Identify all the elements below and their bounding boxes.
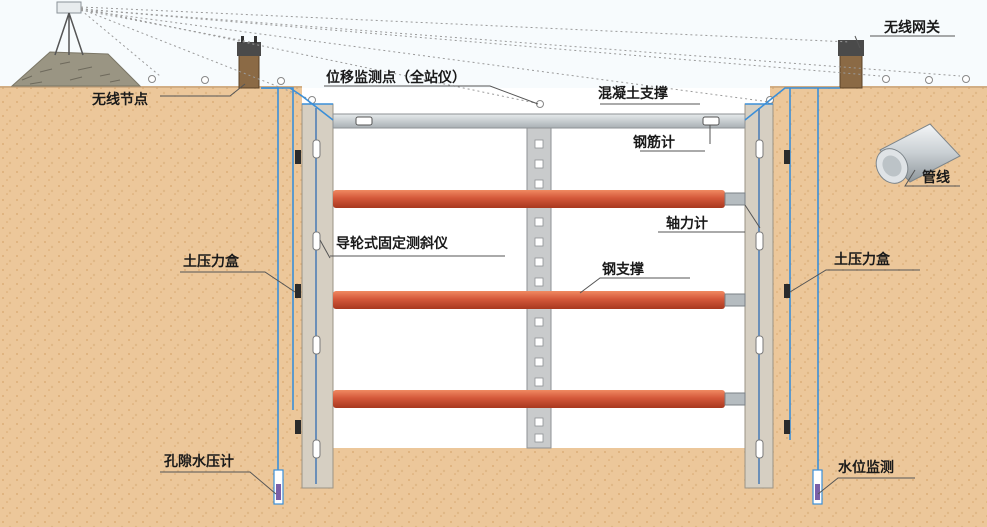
- steel-strut: [333, 190, 725, 208]
- steel-strut: [333, 291, 725, 309]
- wireless-gateway-device: [838, 40, 864, 89]
- earth-pressure-cells: [295, 150, 790, 434]
- soil-bottom: [302, 448, 770, 527]
- label-earth-pressure-right: 土压力盒: [834, 251, 891, 268]
- inclinometer-probes: [312, 139, 764, 459]
- rebar-meter-left: [355, 116, 373, 126]
- signal-lines: [80, 6, 961, 105]
- prism-marker: [148, 75, 156, 83]
- gravel-pile: [10, 51, 142, 87]
- water-level-sensor: [815, 484, 820, 500]
- prism-marker: [277, 77, 285, 85]
- axial-force-meter: [724, 192, 746, 206]
- rebar-meter-right: [702, 116, 720, 126]
- label-wireless-gateway: 无线网关: [883, 19, 940, 36]
- column-holes: [534, 139, 544, 443]
- sky: [0, 0, 987, 88]
- prism-marker: [962, 75, 970, 83]
- prism-marker: [536, 100, 544, 108]
- gravel-texture: [21, 61, 121, 85]
- steel-struts: [333, 190, 746, 408]
- label-earth-pressure-left: 土压力盒: [183, 253, 240, 270]
- left-retaining-wall: [301, 103, 334, 489]
- axial-force-meter: [724, 293, 746, 307]
- label-water-level: 水位监测: [838, 459, 894, 476]
- soil-left: [0, 86, 302, 527]
- label-wireless-node: 无线节点: [91, 91, 148, 108]
- label-steel-strut: 钢支撑: [602, 261, 644, 278]
- label-concrete-strut: 混凝土支撑: [598, 85, 668, 102]
- prism-marker: [882, 75, 890, 83]
- wireless-node-device: [54, 1, 84, 56]
- steel-strut: [333, 390, 725, 408]
- leader-lines: [160, 35, 960, 495]
- sensor-cables: [261, 87, 840, 500]
- axial-force-meter: [724, 392, 746, 406]
- pipeline: [875, 123, 961, 184]
- label-displacement-point: 位移监测点（全站仪）: [326, 69, 466, 86]
- label-rebar-meter: 钢筋计: [633, 134, 675, 151]
- label-axial-force-meter: 轴力计: [666, 215, 708, 232]
- left-logger-box: [237, 36, 261, 89]
- concrete-strut: [332, 113, 746, 129]
- prism-marker: [201, 76, 209, 84]
- label-inclinometer: 导轮式固定测斜仪: [336, 235, 449, 252]
- prism-marker: [925, 76, 933, 84]
- label-pipeline: 管线: [922, 169, 950, 186]
- label-piezometer: 孔隙水压计: [164, 453, 234, 470]
- piezometer-sensor: [276, 484, 281, 500]
